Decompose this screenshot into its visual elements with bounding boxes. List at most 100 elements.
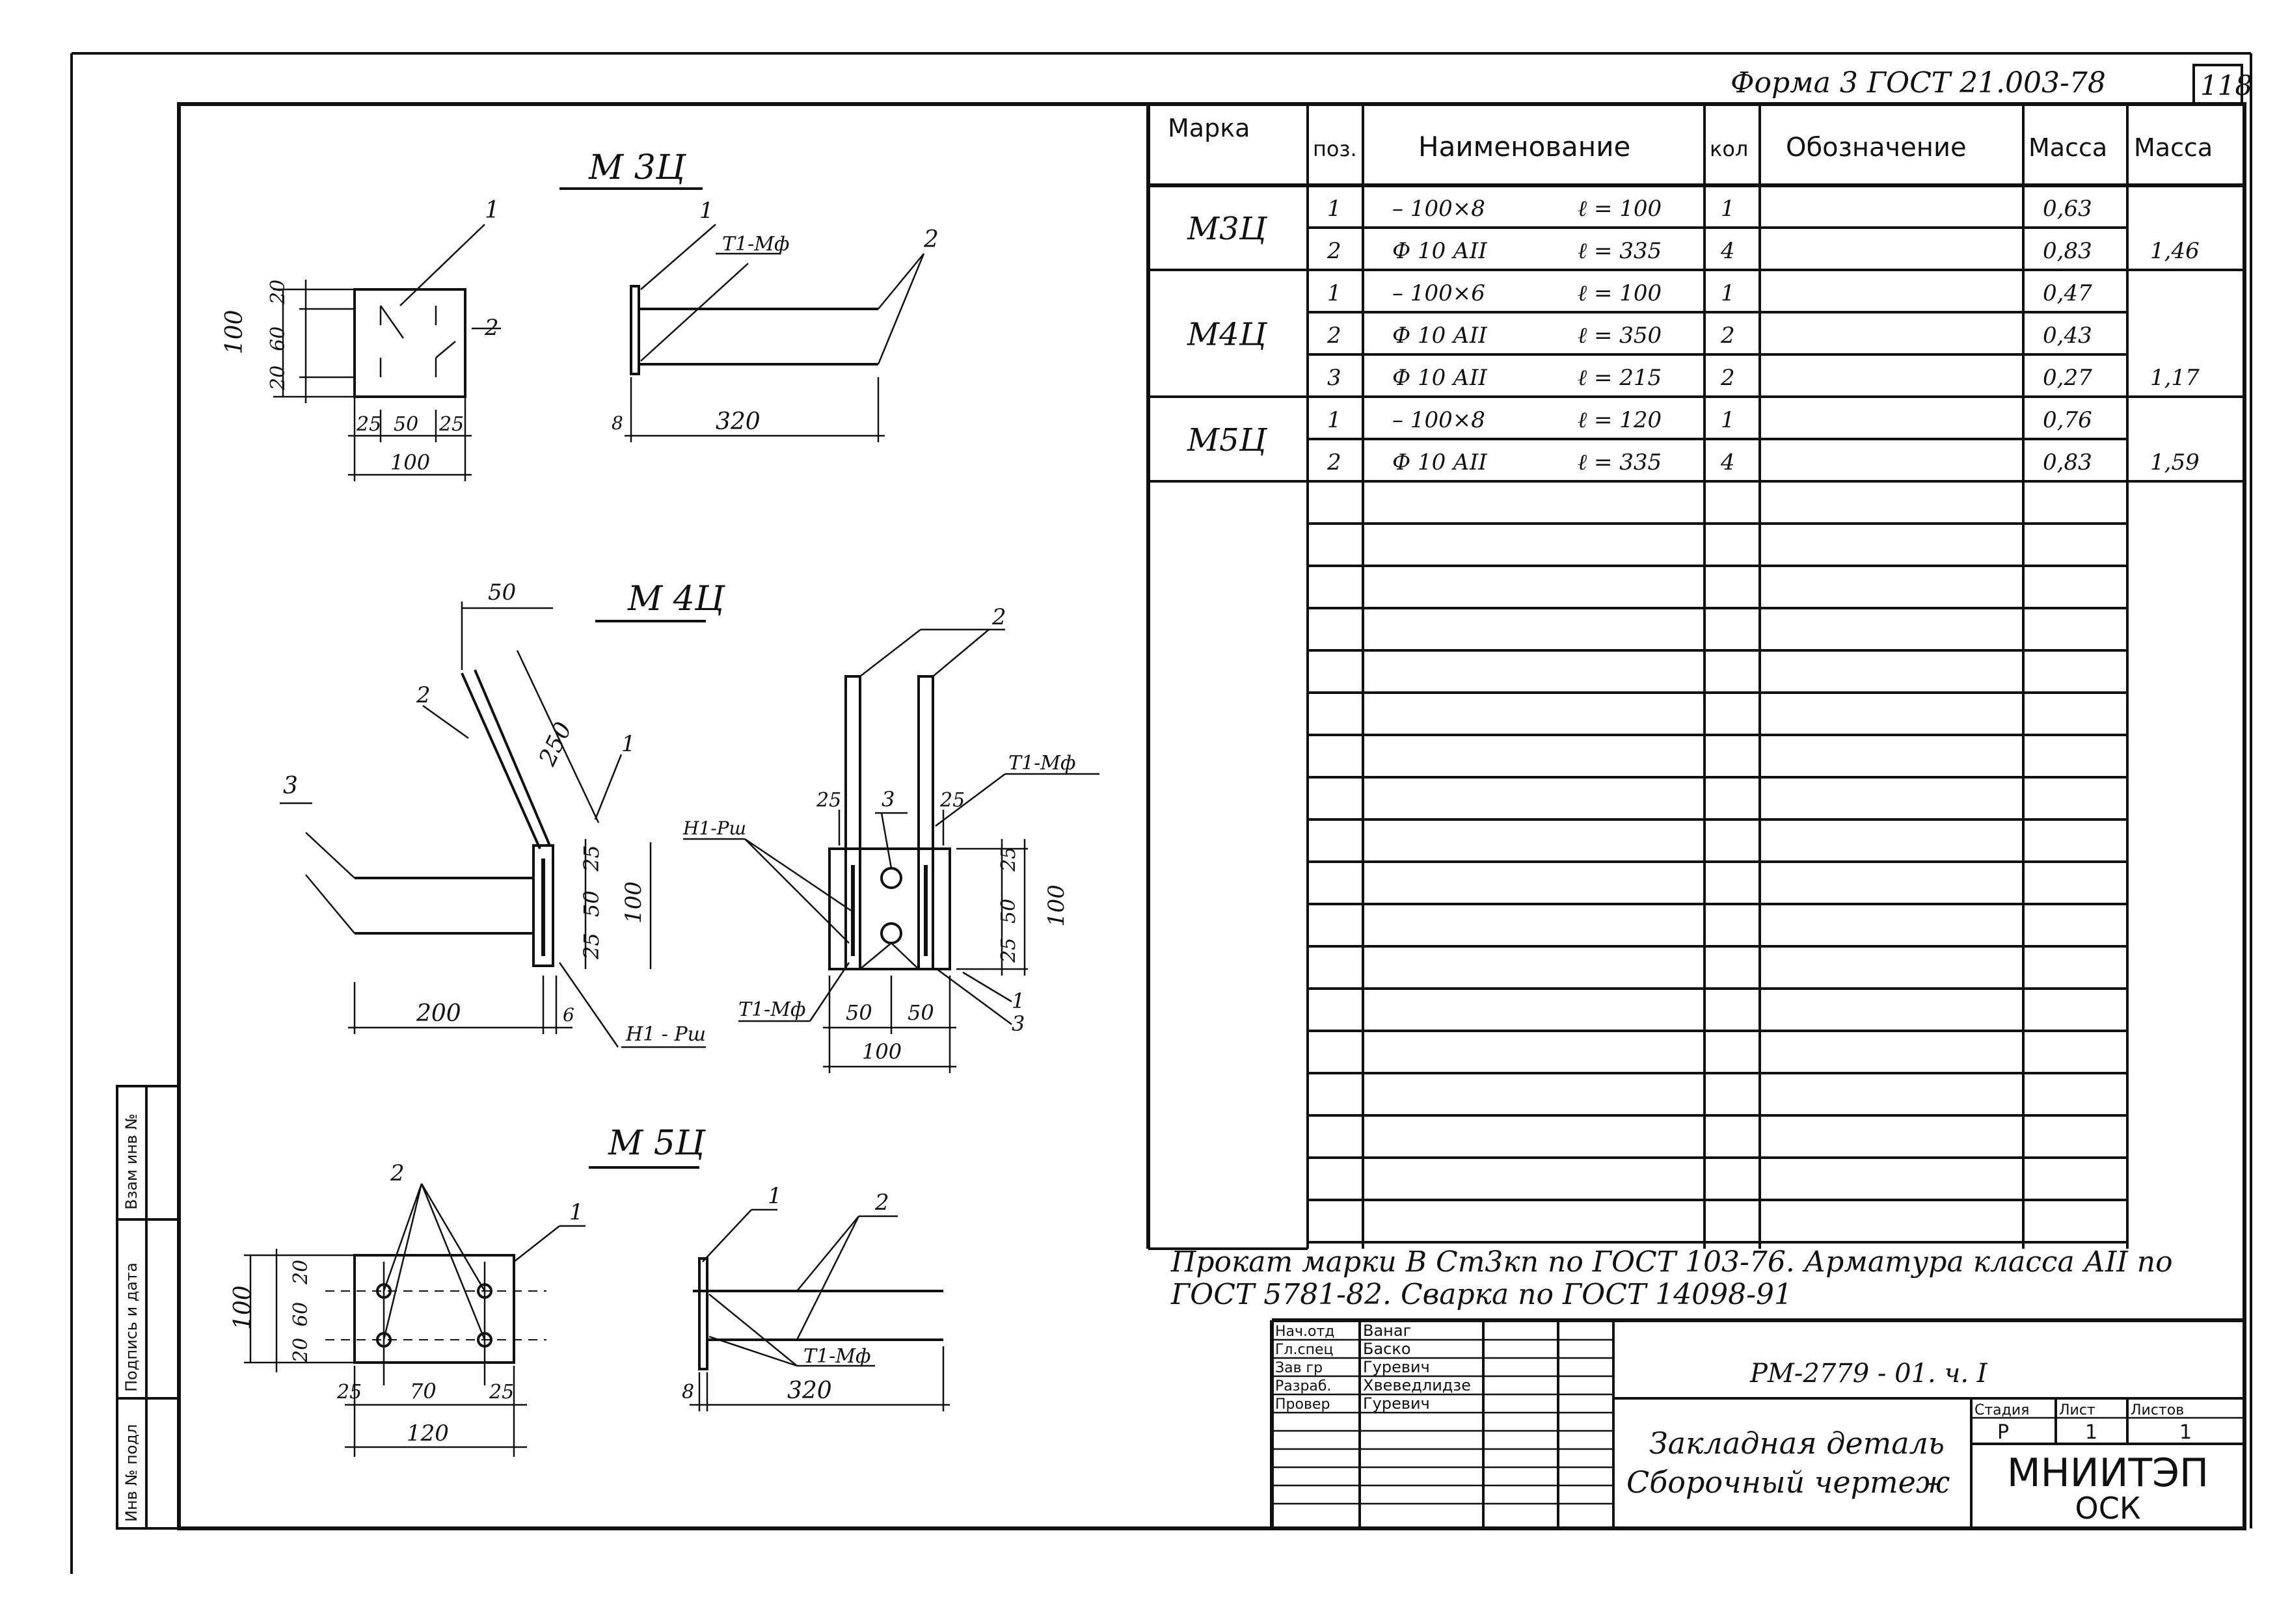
m5-callout-2: 2 (390, 1160, 405, 1186)
side-stamp-col2: Подпись и дата (122, 1262, 141, 1392)
m3-dim-length: 320 (716, 408, 761, 435)
side-stamp: Взам инв № Подпись и дата Инв № подл (116, 1085, 180, 1530)
m4-callout-weld1: Н1 - Рш (625, 1023, 706, 1046)
cell-pos: 1 (1327, 280, 1341, 306)
cell-pos: 2 (1327, 449, 1341, 475)
cell-name: – 100×8 (1392, 196, 1485, 222)
tb-name: Ванаг (1363, 1322, 1411, 1340)
m4-bar-end-top (880, 867, 902, 889)
tb-sheets-label: Листов (2131, 1402, 2184, 1418)
cell-total-mass: 1,59 (2150, 449, 2200, 475)
tb-org-1: МНИИТЭП (2007, 1450, 2209, 1496)
m5-dim-length: 320 (787, 1378, 832, 1404)
cell-pos: 2 (1327, 323, 1341, 349)
m4-dim-s1: 25 (816, 789, 841, 812)
form-note: Форма 3 ГОСТ 21.003-78 (1731, 66, 2106, 100)
cell-mass: 0,83 (2043, 238, 2092, 264)
header-qty: кол (1710, 137, 1748, 161)
tb-name: Гуревич (1363, 1358, 1430, 1376)
side-stamp-col3: Инв № подл (122, 1424, 141, 1522)
cell-name: – 100×6 (1392, 280, 1485, 306)
m4-dim-r3: 25 (997, 938, 1020, 963)
tb-role: Разраб. (1275, 1378, 1331, 1394)
tb-stage-label: Стадия (1974, 1402, 2029, 1418)
cell-name: Ф 10 АII (1392, 365, 1487, 391)
sheet-number-box (2192, 64, 2243, 105)
m3-dim-h3: 25 (438, 413, 464, 436)
drawing-m3: М 3Ц 1 2 100 20 60 20 25 (221, 148, 939, 481)
cell-mass: 0,47 (2043, 280, 2092, 306)
cell-length: ℓ = 350 (1578, 323, 1662, 349)
cell-qty: 4 (1720, 449, 1735, 475)
m4-title: М 4Ц (627, 579, 725, 619)
cell-mass: 0,83 (2043, 449, 2092, 475)
m4-dim-r-total: 100 (1044, 885, 1070, 927)
tb-sheets: 1 (2179, 1421, 2192, 1444)
m3-callout-weld: Т1-Мф (722, 233, 789, 256)
m4-callout-3b: 3 (882, 787, 895, 812)
m5-dim-v2: 60 (290, 1302, 312, 1327)
tb-role: Нач.отд (1275, 1324, 1335, 1340)
side-stamp-col1: Взам инв № (122, 1113, 141, 1210)
cell-length: ℓ = 215 (1578, 365, 1662, 391)
m4-dim-v2: 50 (579, 890, 604, 917)
m3-dim-v2: 60 (267, 326, 290, 351)
tb-role: Провер (1275, 1396, 1330, 1413)
header-mark: Марка (1168, 114, 1250, 142)
cell-mass: 0,43 (2043, 323, 2092, 349)
m5-title: М 5Ц (608, 1124, 706, 1163)
m5-dim-width: 120 (407, 1420, 449, 1446)
m4-dim-height: 100 (621, 881, 647, 924)
m5-dim-v3: 20 (290, 1338, 312, 1363)
m3-title: М 3Ц (588, 148, 686, 187)
cell-total-mass: 1,46 (2150, 238, 2200, 264)
m4-dim-r2: 50 (997, 899, 1020, 924)
m4-dim-h1: 50 (846, 1000, 872, 1025)
m5-dim-plate: 8 (682, 1381, 694, 1404)
cell-length: ℓ = 120 (1578, 407, 1662, 433)
tb-name: Баско (1363, 1340, 1411, 1358)
m4-dim-length: 200 (416, 1000, 461, 1027)
m4-dim-v1: 25 (579, 845, 604, 872)
tb-sheet-label: Лист (2059, 1402, 2095, 1418)
m3-bar-holes (379, 305, 456, 377)
tb-code: РМ-2779 - 01. ч. I (1749, 1359, 1988, 1389)
cell-mass: 0,27 (2043, 365, 2092, 391)
cell-pos: 1 (1327, 407, 1341, 433)
m4-callout-1b: 1 (1012, 989, 1025, 1013)
m5-dim-h2: 70 (410, 1379, 437, 1404)
m5-dim-h3: 25 (489, 1381, 514, 1404)
m4-dim-s2: 25 (939, 789, 965, 812)
m4-dim-r1: 25 (997, 847, 1020, 872)
cell-mass: 0,76 (2043, 407, 2092, 433)
cell-pos: 1 (1327, 196, 1341, 222)
m3-callout-1b: 1 (699, 198, 714, 224)
m4-dim-width: 100 (862, 1039, 902, 1064)
m3-section-arrow: 2 (484, 315, 499, 341)
m3-dim-v3: 20 (267, 366, 290, 391)
header-mass-1: Масса (2028, 133, 2107, 162)
m5-dim-h1: 25 (336, 1381, 362, 1404)
cell-qty: 1 (1721, 407, 1735, 433)
m4-callout-2: 2 (416, 682, 431, 708)
cell-mark: М5Ц (1187, 422, 1268, 459)
m4-callout-2b: 2 (991, 604, 1006, 630)
tb-role: Зав гр (1275, 1360, 1323, 1376)
m4-bar-end-bottom (880, 922, 902, 944)
m5-dim-v1: 20 (290, 1260, 312, 1285)
tb-org-2: ОСК (2075, 1491, 2141, 1526)
header-mass-2: Масса (2134, 133, 2213, 162)
m5-callout-1b: 1 (768, 1183, 782, 1209)
m5-callout-weld: Т1-Мф (803, 1345, 870, 1368)
cell-qty: 2 (1720, 323, 1735, 349)
header-designation: Обозначение (1786, 133, 1967, 163)
m3-callout-1: 1 (485, 197, 500, 224)
tb-title-2: Сборочный чертеж (1626, 1465, 1950, 1500)
m3-dim-height: 100 (221, 310, 248, 354)
m4-callout-weld3: Н1-Рш (682, 818, 746, 839)
cell-name: Ф 10 АII (1392, 238, 1487, 264)
cell-pos: 2 (1327, 238, 1341, 264)
